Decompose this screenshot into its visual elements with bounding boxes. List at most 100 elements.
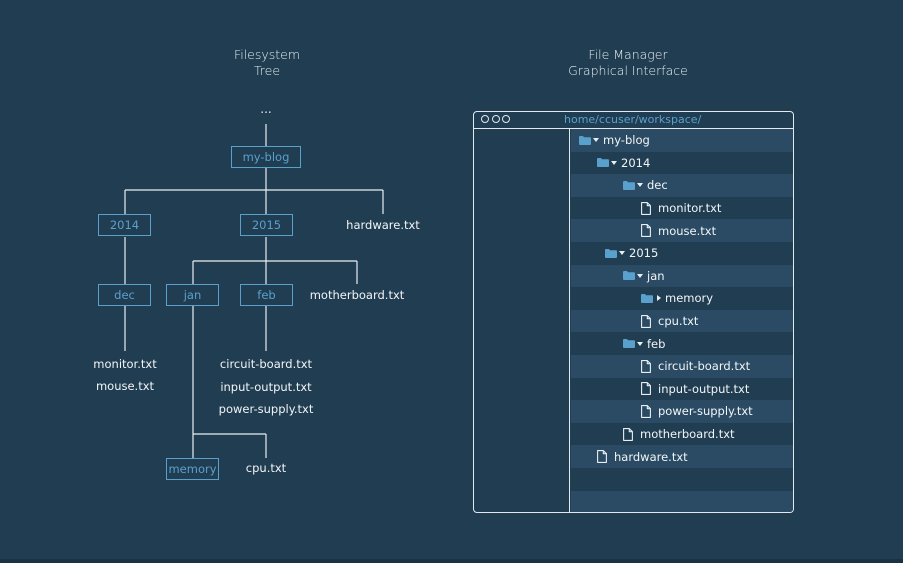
tree-heading: Filesystem Tree	[207, 47, 327, 79]
caret-down-icon[interactable]	[593, 138, 599, 143]
file-icon	[641, 224, 658, 238]
file-list-row[interactable]: input-output.txt	[571, 378, 793, 401]
manager-heading-line-1: File Manager	[588, 47, 668, 62]
folder-item[interactable]: 2015	[605, 242, 658, 265]
item-label: input-output.txt	[658, 381, 750, 396]
item-label: feb	[647, 336, 666, 351]
tree-leaf-cpu: cpu.txt	[245, 461, 287, 475]
item-label: jan	[647, 268, 665, 283]
caret-down-icon[interactable]	[619, 251, 625, 256]
tree-leaf-input-output: input-output.txt	[220, 380, 312, 394]
item-label: monitor.txt	[658, 201, 722, 216]
tree-node-dec: dec	[98, 284, 151, 306]
item-label: 2015	[629, 246, 659, 261]
tree-leaf-motherboard: motherboard.txt	[309, 288, 405, 302]
folder-item[interactable]: jan	[623, 265, 665, 288]
folder-icon	[623, 180, 637, 190]
item-label: 2014	[621, 155, 651, 170]
manager-heading-line-2: Graphical Interface	[568, 63, 688, 78]
tree-leaf-circuit-board: circuit-board.txt	[219, 357, 313, 371]
folder-icon	[623, 339, 637, 349]
file-list-row[interactable]: feb	[571, 332, 793, 355]
file-list-row[interactable]: motherboard.txt	[571, 423, 793, 446]
caret-down-icon[interactable]	[637, 341, 643, 346]
manager-heading: File Manager Graphical Interface	[553, 47, 703, 79]
file-list-row[interactable]: 2014	[571, 152, 793, 175]
file-icon	[641, 382, 658, 396]
file-icon	[641, 201, 658, 215]
file-item[interactable]: motherboard.txt	[623, 423, 735, 446]
close-dot-icon[interactable]	[481, 115, 489, 123]
bottom-strip	[0, 559, 903, 563]
tree-leaf-power-supply: power-supply.txt	[218, 402, 314, 416]
folder-item[interactable]: dec	[623, 174, 668, 197]
item-label: cpu.txt	[658, 314, 699, 329]
caret-down-icon[interactable]	[637, 183, 643, 188]
file-list: my-blog 2014 dec monitor.txt mouse.txt 2015 ja…	[571, 129, 793, 512]
folder-icon	[579, 135, 593, 145]
tree-heading-line-1: Filesystem	[233, 47, 301, 62]
item-label: circuit-board.txt	[658, 359, 751, 374]
tree-leaf-hardware: hardware.txt	[346, 218, 420, 232]
file-item[interactable]: input-output.txt	[641, 378, 749, 401]
window-controls	[481, 115, 510, 123]
folder-icon	[605, 248, 619, 258]
file-list-row[interactable]: monitor.txt	[571, 197, 793, 220]
file-item[interactable]: hardware.txt	[597, 445, 688, 468]
folder-icon	[623, 271, 637, 281]
file-icon	[641, 359, 658, 373]
tree-node-my-blog: my-blog	[231, 146, 301, 168]
file-list-row[interactable]: jan	[571, 264, 793, 288]
file-list-row[interactable]: circuit-board.txt	[571, 354, 793, 378]
caret-down-icon[interactable]	[637, 273, 643, 278]
file-list-row[interactable]: cpu.txt	[571, 309, 793, 333]
tree-leaf-mouse: mouse.txt	[95, 379, 155, 393]
sidebar-divider	[569, 129, 571, 512]
tree-node-memory: memory	[166, 458, 219, 480]
file-icon	[597, 450, 614, 464]
tree-node-2014: 2014	[98, 214, 151, 236]
item-label: mouse.txt	[658, 223, 717, 238]
file-list-row[interactable]: dec	[571, 174, 793, 197]
tree-heading-line-2: Tree	[253, 63, 281, 78]
folder-item[interactable]: memory	[641, 287, 713, 310]
file-item[interactable]: circuit-board.txt	[641, 355, 750, 378]
file-list-row[interactable]: hardware.txt	[571, 445, 793, 468]
file-item[interactable]: cpu.txt	[641, 310, 698, 333]
file-list-row[interactable]: my-blog	[571, 129, 793, 152]
item-label: dec	[647, 178, 668, 193]
file-icon	[641, 404, 658, 418]
minimize-dot-icon[interactable]	[491, 115, 500, 123]
file-item[interactable]: power-supply.txt	[641, 400, 753, 423]
file-list-row[interactable]: mouse.txt	[571, 219, 793, 242]
caret-right-icon[interactable]	[657, 295, 661, 302]
item-label: memory	[665, 291, 714, 306]
item-label: motherboard.txt	[640, 427, 735, 442]
path-bar[interactable]: home/ccuser/workspace/	[564, 113, 702, 126]
folder-icon	[641, 293, 655, 303]
folder-item[interactable]: feb	[623, 332, 665, 355]
file-list-row[interactable]: 2015	[571, 242, 793, 265]
item-label: power-supply.txt	[658, 404, 753, 419]
file-list-row[interactable]: power-supply.txt	[571, 400, 793, 423]
tree-ellipsis: ...	[260, 102, 272, 116]
file-list-row	[571, 490, 793, 512]
window-titlebar: home/ccuser/workspace/	[474, 112, 793, 129]
file-item[interactable]: monitor.txt	[641, 197, 721, 220]
file-item[interactable]: mouse.txt	[641, 219, 716, 242]
file-list-row	[571, 468, 793, 491]
folder-icon	[597, 158, 611, 168]
file-list-row[interactable]: memory	[571, 287, 793, 310]
folder-item[interactable]: my-blog	[579, 129, 650, 152]
maximize-dot-icon[interactable]	[502, 115, 510, 123]
file-icon	[623, 427, 640, 441]
tree-node-feb: feb	[240, 284, 293, 306]
tree-node-jan: jan	[166, 284, 219, 306]
file-icon	[641, 314, 658, 328]
item-label: hardware.txt	[614, 449, 688, 464]
file-manager-window: home/ccuser/workspace/ my-blog 2014 dec mon…	[473, 111, 794, 513]
item-label: my-blog	[603, 133, 650, 148]
caret-down-icon[interactable]	[611, 160, 617, 165]
folder-item[interactable]: 2014	[597, 152, 650, 175]
